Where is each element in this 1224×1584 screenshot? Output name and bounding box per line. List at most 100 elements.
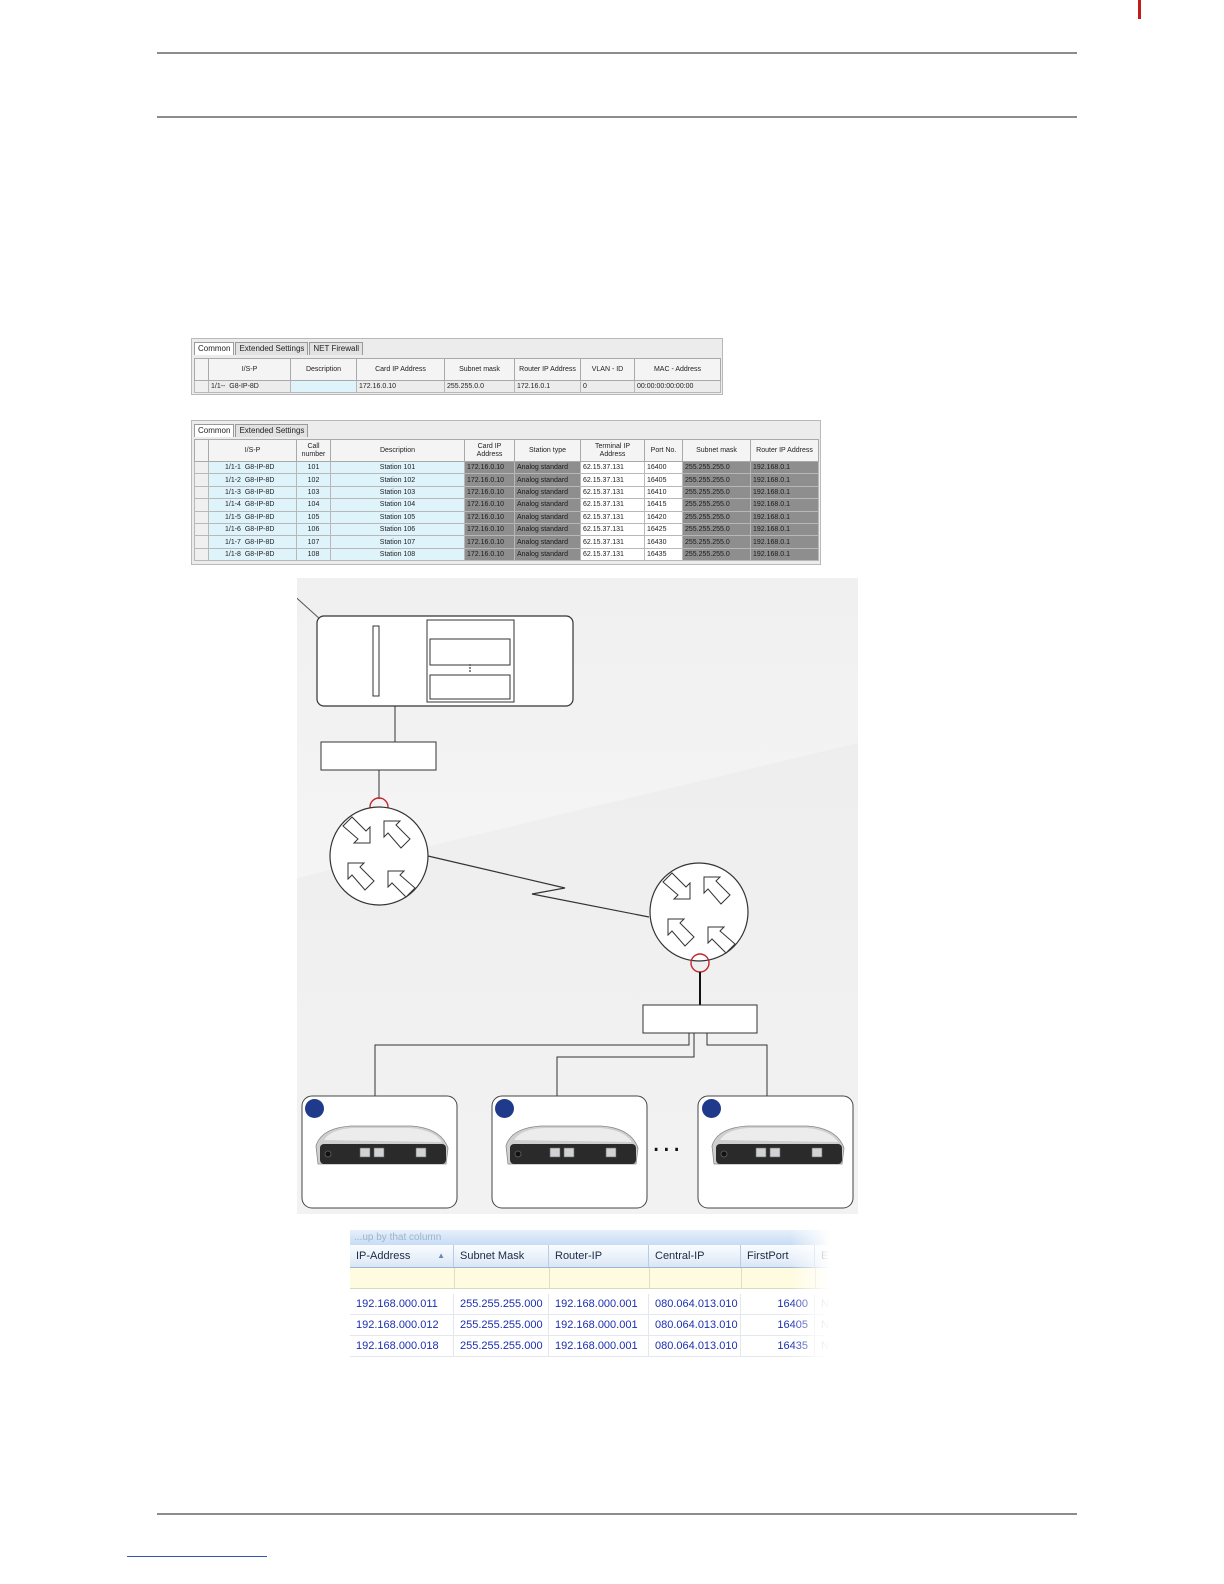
cell-subnet-mask[interactable]: 255.255.255.000 bbox=[454, 1336, 549, 1356]
filter-row[interactable] bbox=[350, 1268, 830, 1289]
cell-isp[interactable]: 1/1-- G8-IP-8D bbox=[208, 379, 291, 394]
tab-common[interactable]: Common bbox=[194, 342, 235, 355]
cell-subnet-mask[interactable]: 255.255.255.000 bbox=[454, 1315, 549, 1335]
cell-call-number[interactable]: 103 bbox=[296, 485, 331, 500]
col-description[interactable]: Description bbox=[330, 439, 465, 462]
cell-port[interactable]: 16425 bbox=[644, 522, 683, 537]
cell-description[interactable]: Station 104 bbox=[330, 498, 465, 512]
cell-station-type[interactable]: Analog standard bbox=[514, 460, 581, 475]
cell-port[interactable]: 16410 bbox=[644, 485, 683, 500]
col-mac[interactable]: MAC - Address bbox=[634, 358, 721, 381]
cell-port[interactable]: 16420 bbox=[644, 510, 683, 524]
cell-router-ip[interactable]: 192.168.000.001 bbox=[549, 1294, 649, 1314]
col-card-ip[interactable]: Card IP Address bbox=[464, 439, 515, 462]
col-router-ip[interactable]: Router IP Address bbox=[750, 439, 819, 462]
cell-card-ip[interactable]: 172.16.0.10 bbox=[464, 498, 515, 512]
sort-ascending-icon[interactable]: ▲ bbox=[437, 1251, 445, 1260]
cell-router-ip[interactable]: 192.168.0.1 bbox=[750, 535, 819, 549]
cell-terminal-ip[interactable]: 62.15.37.131 bbox=[580, 547, 645, 562]
cell-isp[interactable]: 1/1-6 G8-IP-8D bbox=[208, 522, 297, 537]
cell-mac[interactable]: 00:00:00:00:00:00 bbox=[634, 379, 721, 394]
cell-central-ip[interactable]: 080.064.013.010 bbox=[649, 1336, 741, 1356]
cell-router-ip[interactable]: 192.168.0.1 bbox=[750, 460, 819, 475]
cell-description[interactable]: Station 103 bbox=[330, 485, 465, 500]
cell-ip-address[interactable]: 192.168.000.018 bbox=[350, 1336, 454, 1356]
cell-isp[interactable]: 1/1-8 G8-IP-8D bbox=[208, 547, 297, 562]
cell-subnet[interactable]: 255.255.255.0 bbox=[682, 473, 751, 487]
cell-subnet-mask[interactable]: 255.255.255.000 bbox=[454, 1294, 549, 1314]
tab-extended-settings[interactable]: Extended Settings bbox=[235, 424, 309, 437]
cell-router-ip[interactable]: 192.168.0.1 bbox=[750, 485, 819, 500]
cell-terminal-ip[interactable]: 62.15.37.131 bbox=[580, 522, 645, 537]
cell-station-type[interactable]: Analog standard bbox=[514, 510, 581, 524]
col-central-ip[interactable]: Central-IP bbox=[649, 1245, 741, 1267]
cell-isp[interactable]: 1/1-3 G8-IP-8D bbox=[208, 485, 297, 500]
cell-router-ip[interactable]: 192.168.0.1 bbox=[750, 547, 819, 562]
cell-port[interactable]: 16400 bbox=[644, 460, 683, 475]
col-port[interactable]: Port No. bbox=[644, 439, 683, 462]
cell-port[interactable]: 16415 bbox=[644, 498, 683, 512]
tab-extended-settings[interactable]: Extended Settings bbox=[235, 342, 309, 355]
cell-terminal-ip[interactable]: 62.15.37.131 bbox=[580, 473, 645, 487]
cell-router-ip[interactable]: 192.168.0.1 bbox=[750, 522, 819, 537]
cell-station-type[interactable]: Analog standard bbox=[514, 485, 581, 500]
cell-terminal-ip[interactable]: 62.15.37.131 bbox=[580, 498, 645, 512]
cell-router-ip[interactable]: 192.168.000.001 bbox=[549, 1315, 649, 1335]
cell-call-number[interactable]: 106 bbox=[296, 522, 331, 537]
cell-call-number[interactable]: 107 bbox=[296, 535, 331, 549]
cell-isp[interactable]: 1/1-1 G8-IP-8D bbox=[208, 460, 297, 475]
cell-subnet[interactable]: 255.255.255.0 bbox=[682, 510, 751, 524]
cell-subnet[interactable]: 255.255.255.0 bbox=[682, 535, 751, 549]
col-subnet[interactable]: Subnet mask bbox=[444, 358, 515, 381]
cell-card-ip[interactable]: 172.16.0.10 bbox=[464, 485, 515, 500]
cell-port[interactable]: 16405 bbox=[644, 473, 683, 487]
cell-terminal-ip[interactable]: 62.15.37.131 bbox=[580, 535, 645, 549]
cell-call-number[interactable]: 105 bbox=[296, 510, 331, 524]
cell-subnet[interactable]: 255.255.255.0 bbox=[682, 460, 751, 475]
cell-vlan[interactable]: 0 bbox=[580, 379, 635, 394]
col-isp[interactable]: I/S-P bbox=[208, 358, 291, 381]
cell-card-ip[interactable]: 172.16.0.10 bbox=[464, 510, 515, 524]
cell-port[interactable]: 16435 bbox=[644, 547, 683, 562]
cell-subnet[interactable]: 255.255.255.0 bbox=[682, 522, 751, 537]
cell-router-ip[interactable]: 172.16.0.1 bbox=[514, 379, 581, 394]
cell-port[interactable]: 16430 bbox=[644, 535, 683, 549]
col-subnet[interactable]: Subnet mask bbox=[682, 439, 751, 462]
cell-station-type[interactable]: Analog standard bbox=[514, 535, 581, 549]
cell-subnet[interactable]: 255.255.255.0 bbox=[682, 485, 751, 500]
cell-central-ip[interactable]: 080.064.013.010 bbox=[649, 1294, 741, 1314]
cell-isp[interactable]: 1/1-7 G8-IP-8D bbox=[208, 535, 297, 549]
col-isp[interactable]: I/S-P bbox=[208, 439, 297, 462]
col-ip-address[interactable]: IP-Address ▲ bbox=[350, 1245, 454, 1267]
cell-description[interactable]: Station 108 bbox=[330, 547, 465, 562]
cell-terminal-ip[interactable]: 62.15.37.131 bbox=[580, 485, 645, 500]
cell-station-type[interactable]: Analog standard bbox=[514, 473, 581, 487]
cell-station-type[interactable]: Analog standard bbox=[514, 498, 581, 512]
cell-terminal-ip[interactable]: 62.15.37.131 bbox=[580, 510, 645, 524]
col-subnet-mask[interactable]: Subnet Mask bbox=[454, 1245, 549, 1267]
cell-description[interactable]: Station 102 bbox=[330, 473, 465, 487]
col-card-ip[interactable]: Card IP Address bbox=[356, 358, 445, 381]
cell-card-ip[interactable]: 172.16.0.10 bbox=[464, 473, 515, 487]
cell-subnet[interactable]: 255.255.0.0 bbox=[444, 379, 515, 394]
cell-router-ip[interactable]: 192.168.0.1 bbox=[750, 498, 819, 512]
col-description[interactable]: Description bbox=[290, 358, 357, 381]
cell-description[interactable]: Station 106 bbox=[330, 522, 465, 537]
col-station-type[interactable]: Station type bbox=[514, 439, 581, 462]
cell-card-ip[interactable]: 172.16.0.10 bbox=[464, 535, 515, 549]
tab-common[interactable]: Common bbox=[194, 424, 235, 437]
cell-isp[interactable]: 1/1-5 G8-IP-8D bbox=[208, 510, 297, 524]
cell-terminal-ip[interactable]: 62.15.37.131 bbox=[580, 460, 645, 475]
cell-call-number[interactable]: 101 bbox=[296, 460, 331, 475]
cell-call-number[interactable]: 108 bbox=[296, 547, 331, 562]
cell-card-ip[interactable]: 172.16.0.10 bbox=[464, 460, 515, 475]
cell-description[interactable] bbox=[290, 379, 357, 394]
cell-router-ip[interactable]: 192.168.000.001 bbox=[549, 1336, 649, 1356]
